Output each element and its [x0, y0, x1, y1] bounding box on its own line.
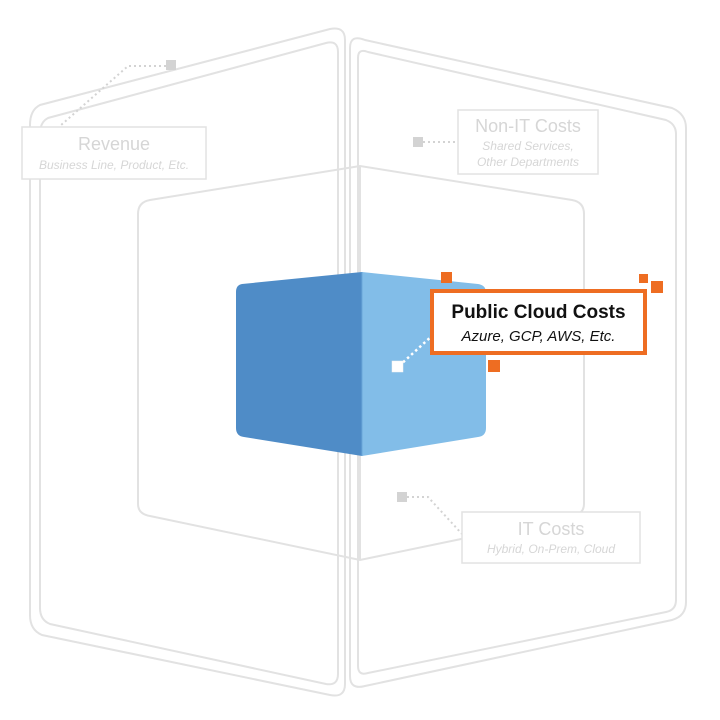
revenue-marker: [166, 60, 176, 70]
non-it-label-subtitle-1: Shared Services,: [482, 139, 573, 153]
outer-shell-right-face: [349, 37, 687, 688]
public-cloud-marker: [391, 360, 404, 373]
accent-dot-1: [441, 272, 452, 283]
public-cloud-connector: [398, 333, 435, 367]
public-cloud-label-box: [430, 289, 647, 355]
public-cloud-label-subtitle: Azure, GCP, AWS, Etc.: [461, 328, 616, 345]
public-cloud-label-title: Public Cloud Costs: [451, 302, 625, 323]
cloud-cube-left-face: [236, 272, 362, 456]
non-it-label-subtitle-2: Other Departments: [477, 155, 579, 169]
it-label-title: IT Costs: [518, 519, 585, 539]
accent-dot-2: [639, 274, 648, 283]
revenue-label-subtitle: Business Line, Product, Etc.: [39, 158, 189, 172]
it-marker: [397, 492, 407, 502]
revenue-label-box: [21, 126, 207, 180]
it-connector: [407, 496, 463, 535]
middle-shell-right-face: [357, 49, 677, 675]
outer-shell-left-face: [29, 27, 346, 697]
it-label-box: [461, 511, 641, 564]
non-it-label-box: [457, 109, 599, 175]
revenue-label-title: Revenue: [78, 134, 150, 154]
accent-dot-4: [488, 360, 500, 372]
non-it-marker: [413, 137, 423, 147]
non-it-label-title: Non-IT Costs: [475, 116, 581, 136]
it-label-subtitle: Hybrid, On-Prem, Cloud: [487, 542, 615, 556]
accent-dot-3: [651, 281, 663, 293]
